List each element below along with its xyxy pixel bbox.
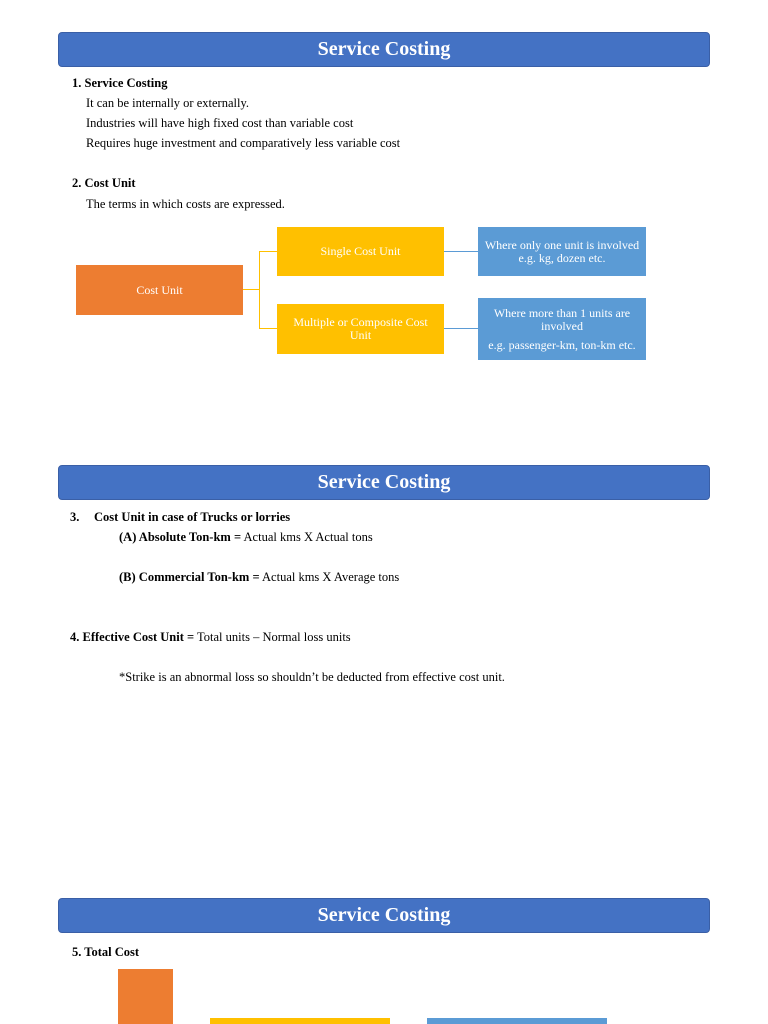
- diagram-single-desc: Where only one unit is involved e.g. kg,…: [484, 237, 640, 265]
- commercial-ton-km-formula: (B) Commercial Ton-km = Actual kms X Ave…: [119, 569, 399, 585]
- diagram-multiple-desc-box: Where more than 1 units are involved e.g…: [478, 298, 646, 360]
- connector-line: [444, 328, 478, 329]
- effective-cost-unit-formula: 4. Effective Cost Unit = Total units – N…: [70, 629, 351, 645]
- strike-note: *Strike is an abnormal loss so shouldn’t…: [119, 670, 505, 684]
- connector-line: [444, 251, 478, 252]
- section-heading-service-costing: 1. Service Costing: [72, 76, 168, 90]
- connector-line: [243, 289, 259, 290]
- connector-line: [259, 328, 277, 329]
- formula-value: Actual kms X Actual tons: [243, 530, 373, 544]
- diagram-multiple-box: Multiple or Composite Cost Unit: [277, 304, 444, 354]
- formula-value: Total units – Normal loss units: [197, 630, 351, 644]
- formula-label: (A) Absolute Ton-km =: [119, 530, 242, 544]
- section-number: 3.: [70, 510, 80, 524]
- section-heading-total-cost: 5. Total Cost: [72, 945, 140, 959]
- formula-value: Actual kms X Average tons: [262, 570, 400, 584]
- connector-line: [259, 251, 277, 252]
- connector-line: [259, 251, 260, 329]
- diagram-single-box: Single Cost Unit: [277, 227, 444, 276]
- slide-title: Service Costing: [58, 465, 710, 500]
- bullet-line: It can be internally or externally.: [86, 96, 250, 110]
- diagram-multiple-desc-1: Where more than 1 units are involved: [493, 305, 631, 333]
- section-heading-trucks: Cost Unit in case of Trucks or lorries: [94, 510, 291, 524]
- total-cost-blue-box: [427, 1018, 607, 1024]
- absolute-ton-km-formula: (A) Absolute Ton-km = Actual kms X Actua…: [119, 529, 373, 545]
- diagram-single-desc-box: Where only one unit is involved e.g. kg,…: [478, 227, 646, 276]
- diagram-single-label: Single Cost Unit: [320, 244, 401, 258]
- diagram-multiple-desc-2: e.g. passenger-km, ton-km etc.: [488, 337, 636, 352]
- diagram-root-box: Cost Unit: [76, 265, 243, 315]
- diagram-multiple-label: Multiple or Composite Cost Unit: [293, 315, 428, 342]
- cost-unit-description: The terms in which costs are expressed.: [86, 197, 285, 211]
- formula-label: (B) Commercial Ton-km =: [119, 570, 260, 584]
- section-heading-cost-unit: 2. Cost Unit: [72, 176, 136, 190]
- formula-label: 4. Effective Cost Unit =: [70, 630, 195, 644]
- slide-title: Service Costing: [58, 32, 710, 67]
- bullet-line: Requires huge investment and comparative…: [86, 136, 401, 150]
- slide-title: Service Costing: [58, 898, 710, 933]
- bullet-line: Industries will have high fixed cost tha…: [86, 116, 354, 130]
- diagram-root-label: Cost Unit: [136, 282, 183, 297]
- total-cost-yellow-box: [210, 1018, 390, 1024]
- total-cost-orange-box: [118, 969, 173, 1024]
